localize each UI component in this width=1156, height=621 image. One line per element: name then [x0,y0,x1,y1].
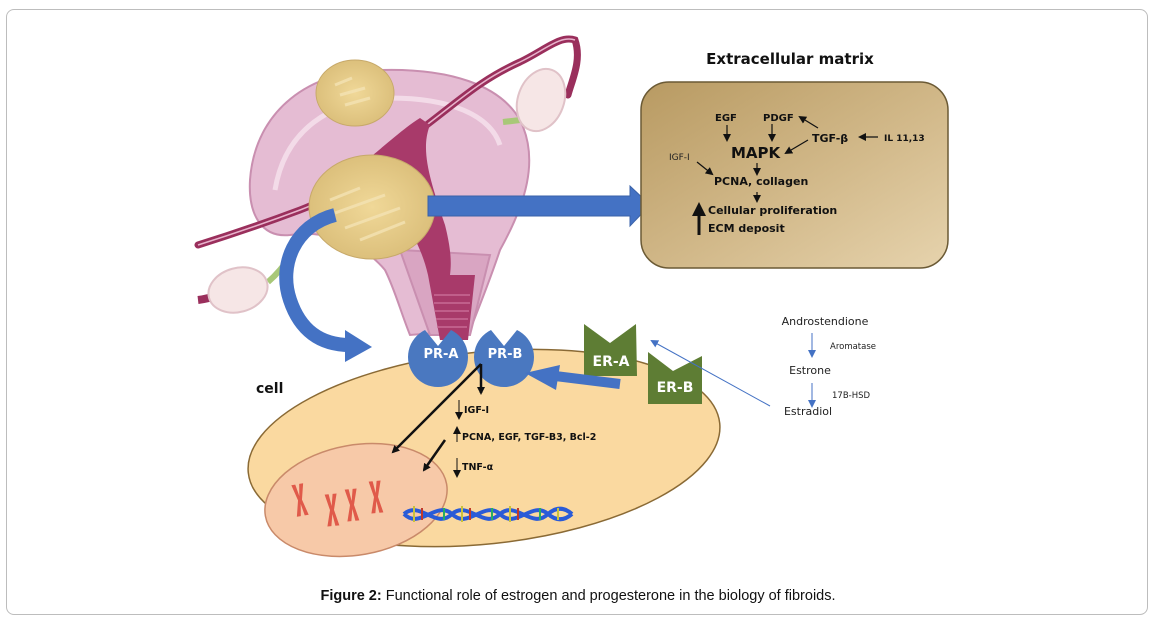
receptor-pr-b: PR-B [473,330,534,388]
ecm-arrows [696,115,878,203]
ecm-mapk: MAPK [731,144,782,162]
ecm-deposit: ECM deposit [708,222,785,235]
figure-caption: Figure 2: Functional role of estrogen an… [0,588,1156,604]
uterus-illustration [194,35,581,340]
ovary-left [207,266,269,314]
pr-signaling-arrows [391,363,485,478]
curved-arrow-to-receptors [279,208,372,362]
pathway-estrone: Estrone [789,364,831,377]
chromosomes [291,480,384,527]
dna-helix [402,506,574,522]
svg-text:ER-B: ER-B [657,380,694,396]
svg-text:PR-B: PR-B [488,347,523,362]
ecm-pcna-collagen: PCNA, collagen [714,175,808,188]
fibroid-large [308,154,436,260]
pathway-17b-hsd: 17B-HSD [832,391,871,401]
arrow-er-to-pr [525,365,621,390]
ecm-box [640,81,949,269]
ecm-pdgf: PDGF [763,113,794,124]
cell-igf: IGF-I [464,405,489,416]
ecm-egf: EGF [715,113,737,124]
fibroid-small [315,59,395,127]
arrow-estradiol-to-er [650,340,771,407]
receptor-pr-a: PR-A [408,330,469,388]
ecm-igf: IGF-I [669,153,690,163]
pathway-aromatase: Aromatase [830,342,876,352]
caption-text: Functional role of estrogen and progeste… [381,588,836,604]
ovary-right [515,67,567,133]
figure-frame [6,9,1148,615]
ecm-il: IL 11,13 [884,134,925,144]
cell-upregulated: PCNA, EGF, TGF-B3, Bcl-2 [462,432,596,443]
pathway-androstendione: Androstendione [782,315,869,328]
ecm-proliferation: Cellular proliferation [708,204,837,217]
ecm-title: Extracellular matrix [706,50,874,68]
nucleus [264,442,448,558]
cell-tnf: TNF-α [462,462,494,473]
caption-label: Figure 2: [320,588,382,604]
svg-text:ER-A: ER-A [593,354,630,370]
cell-label: cell [256,381,283,397]
receptor-er-a: ER-A [584,324,637,376]
arrow-to-ecm [427,184,651,228]
receptor-er-b: ER-B [648,352,702,404]
svg-text:PR-A: PR-A [424,347,459,362]
pathway-estradiol: Estradiol [784,405,832,418]
ecm-tgf-beta: TGF-β [812,132,848,145]
